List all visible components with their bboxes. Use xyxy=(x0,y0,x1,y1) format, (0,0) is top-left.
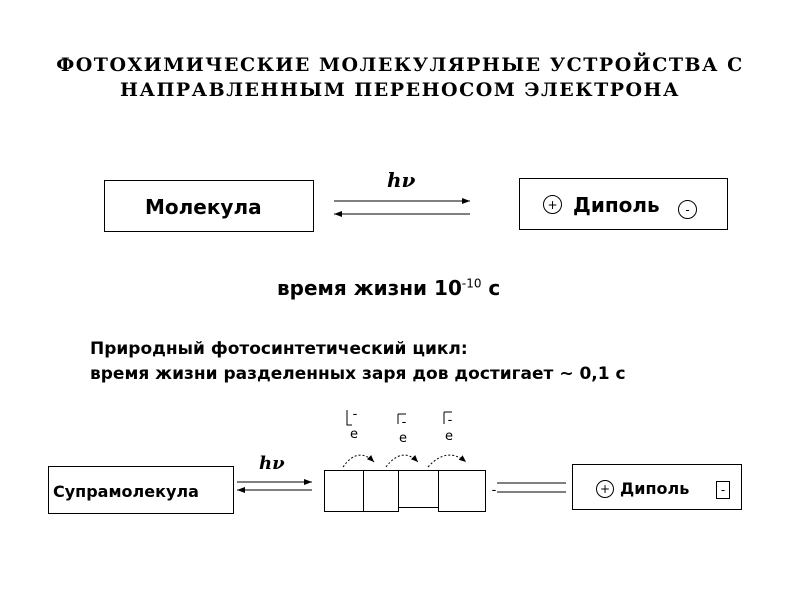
chain-cell-3 xyxy=(398,470,439,508)
natural-cycle-line-1: Природный фотосинтетический цикл: xyxy=(90,339,468,359)
dipole-label: Диполь xyxy=(573,193,660,217)
electron-bracket-1 xyxy=(346,410,352,426)
electron-3-minus: - xyxy=(447,413,453,428)
molecule-label: Молекула xyxy=(145,195,262,219)
electron-1-minus: - xyxy=(352,407,358,422)
electron-bracket-3 xyxy=(443,411,452,424)
supramolecule-box xyxy=(48,466,234,514)
natural-cycle-line-2: время жизни разделенных заря дов достига… xyxy=(90,364,626,384)
electron-1-e: e xyxy=(350,427,358,442)
lifetime-unit: с xyxy=(481,276,501,300)
electron-2-minus: - xyxy=(401,415,407,430)
dipole-bottom-label: Диполь xyxy=(620,479,690,498)
electron-2-e: e xyxy=(399,431,407,446)
lifetime-text: время жизни 10-10 с xyxy=(277,276,500,300)
supramolecule-label: Супрамолекула xyxy=(53,482,199,501)
photon-label-top: hν xyxy=(387,168,416,192)
chain-cell-4 xyxy=(438,470,486,512)
electron-hop-arrow-2 xyxy=(385,454,419,468)
electron-hop-arrow-3 xyxy=(427,454,467,468)
electron-hop-arrow-1 xyxy=(342,454,375,468)
title-line-1: ФОТОХИМИЧЕСКИЕ МОЛЕКУЛЯРНЫЕ УСТРОЙСТВА С xyxy=(56,54,744,76)
electron-bracket-2 xyxy=(397,413,406,424)
molecule-box xyxy=(104,180,314,232)
title-line-2: НАПРАВЛЕННЫМ ПЕРЕНОСОМ ЭЛЕКТРОНА xyxy=(120,79,680,101)
dipole-minus-sign: - xyxy=(678,200,697,219)
chain-charge-minus: - xyxy=(491,483,497,498)
photon-label-bottom: hν xyxy=(259,453,285,474)
chain-cell-1 xyxy=(324,470,364,512)
dipole-bottom-minus-sign: - xyxy=(716,481,730,499)
dipole-plus-sign: + xyxy=(543,195,562,214)
dipole-bottom-plus-sign: + xyxy=(596,480,614,498)
chain-cell-2 xyxy=(363,470,399,512)
lifetime-exponent: -10 xyxy=(461,276,482,291)
electron-3-e: e xyxy=(445,429,453,444)
lifetime-main: время жизни 10 xyxy=(277,276,462,300)
